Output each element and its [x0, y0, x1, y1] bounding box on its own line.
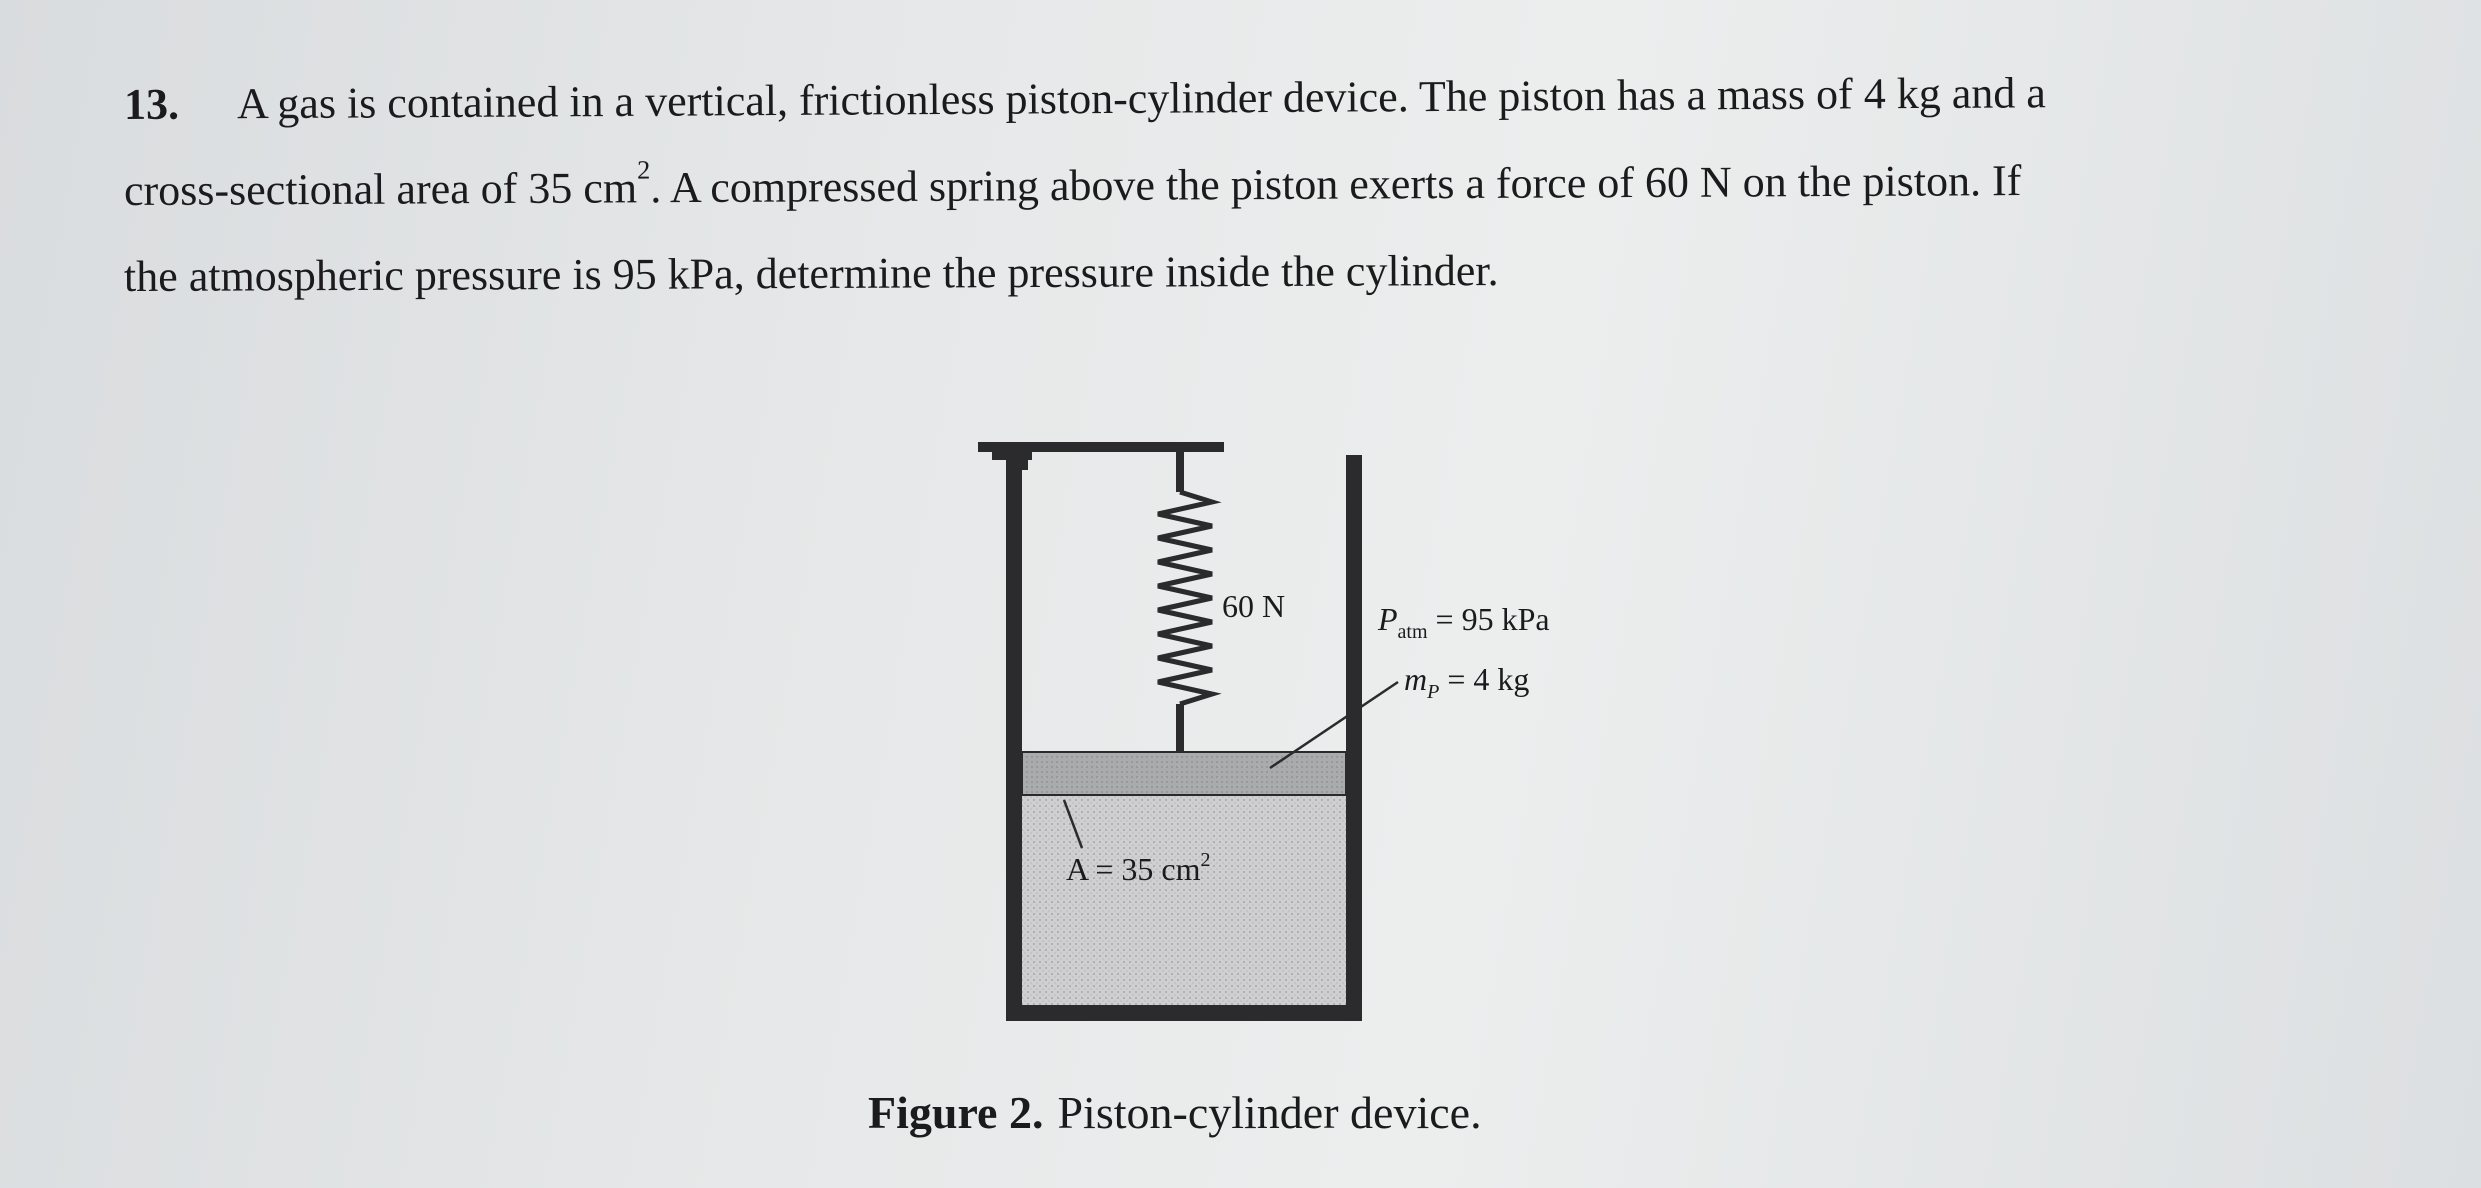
area-leader-line	[1062, 799, 1084, 849]
piston-leader-line	[1269, 680, 1399, 770]
piston	[1021, 751, 1347, 796]
mp-symbol: m	[1404, 661, 1427, 697]
patm-symbol: P	[1377, 601, 1398, 637]
mp-subscript: P	[1426, 681, 1439, 703]
piston-mass-label: mP = 4 kg	[1404, 661, 1529, 703]
patm-value: = 95 kPa	[1428, 601, 1550, 637]
patm-subscript: atm	[1398, 621, 1428, 643]
figure-caption-label: Figure 2.	[868, 1087, 1044, 1138]
mp-value: = 4 kg	[1439, 661, 1529, 697]
cylinder-walls	[1006, 455, 1362, 1021]
area-label: A = 35 cm2	[1066, 849, 1210, 887]
area-superscript: 2	[1200, 849, 1210, 871]
figure-caption: Figure 2. Piston-cylinder device.	[868, 1086, 1482, 1139]
top-support-plate	[978, 442, 1224, 470]
gas-region	[1022, 795, 1346, 1007]
spring	[1157, 452, 1222, 752]
spring-force-label: 60 N	[1222, 588, 1285, 624]
area-text: A = 35 cm	[1066, 851, 1201, 887]
patm-label: Patm = 95 kPa	[1377, 601, 1550, 643]
figure-caption-text: Piston-cylinder device.	[1057, 1087, 1482, 1138]
